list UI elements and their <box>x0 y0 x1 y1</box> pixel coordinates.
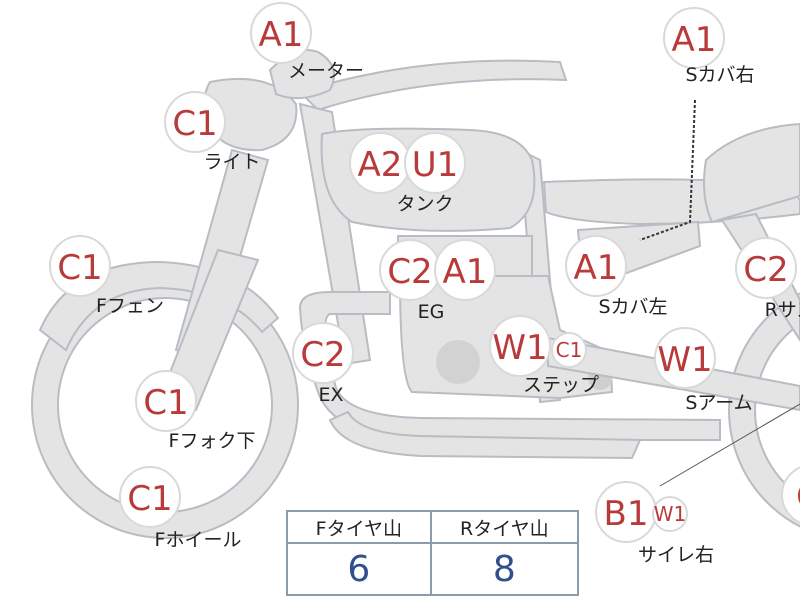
code-text: A1 <box>259 15 304 55</box>
code-badge <box>489 315 551 377</box>
code-text: W1 <box>657 340 712 380</box>
code-badge <box>135 370 197 432</box>
tire-tread-table: Fタイヤ山 Rタイヤ山 6 8 <box>286 510 580 596</box>
part-engine: C2 A1 EG <box>379 239 496 323</box>
part-label: タンク <box>396 193 453 215</box>
part-label: ステップ <box>523 374 599 396</box>
code-text: A1 <box>443 252 488 292</box>
code-text: A1 <box>672 20 717 60</box>
code-text: A1 <box>574 248 619 288</box>
part-label: メーター <box>288 60 364 82</box>
code-badge <box>49 235 111 297</box>
part-label: Sアーム <box>685 392 752 414</box>
part-label: EG <box>418 301 445 323</box>
code-badge <box>735 237 797 299</box>
code-text: W1 <box>492 328 547 368</box>
code-badge <box>654 327 716 389</box>
code-text: A2 <box>358 145 403 185</box>
rear-tread-value: 8 <box>429 542 580 596</box>
part-f-wheel: C1 Fホイール <box>119 466 242 551</box>
leader-line-silencer-right <box>659 403 800 487</box>
part-r-side: C2 Rサス <box>735 237 800 321</box>
code-text: U1 <box>412 145 459 185</box>
part-tank: A2 U1 タンク <box>349 132 466 215</box>
part-label: Sカバ右 <box>685 64 754 86</box>
code-text: C1 <box>57 248 102 288</box>
part-label: サイレ右 <box>638 544 714 566</box>
part-f-fork-lower: C1 Fフォク下 <box>135 370 256 452</box>
engine-cover-shape <box>436 340 480 384</box>
exhaust-pipe-shape <box>298 291 721 441</box>
front-fork-lower-shape <box>158 248 260 412</box>
muffler-shape <box>328 410 642 460</box>
part-f-fender: C1 Fフェン <box>49 235 164 317</box>
code-badge <box>119 466 181 528</box>
rear-wheel-shape <box>728 292 800 528</box>
part-light: C1 ライト <box>164 91 261 173</box>
part-label: EX <box>318 384 343 406</box>
code-text: C2 <box>387 252 432 292</box>
tail-shape <box>703 122 800 224</box>
part-label: Fホイール <box>155 529 242 551</box>
code-text: C2 <box>300 335 345 375</box>
code-badge <box>164 91 226 153</box>
code-text: C2 <box>743 250 788 290</box>
frame-tube-shape <box>298 59 568 112</box>
code-text: C1 <box>127 479 172 519</box>
code-text: C <box>796 477 800 517</box>
tread-value-row: 6 8 <box>286 542 580 596</box>
part-r-wheel: C <box>781 466 800 524</box>
code-badge <box>404 132 466 194</box>
part-label: Fフォク下 <box>169 430 256 452</box>
part-exhaust: C2 EX <box>292 322 354 406</box>
code-badge <box>250 2 312 64</box>
part-label: Rサス <box>765 299 800 321</box>
part-s-cover-right: A1 Sカバ右 <box>663 7 755 86</box>
front-tread-header: Fタイヤ山 <box>286 510 432 544</box>
code-text: C1 <box>143 383 188 423</box>
code-text: W1 <box>654 502 687 526</box>
part-meter: A1 メーター <box>250 2 364 82</box>
part-swing-arm: W1 Sアーム <box>654 327 753 414</box>
part-label: ライト <box>203 151 260 173</box>
part-label: Sカバ左 <box>598 296 667 318</box>
tread-header-row: Fタイヤ山 Rタイヤ山 <box>286 510 580 544</box>
code-text: C1 <box>172 104 217 144</box>
code-badge <box>292 322 354 384</box>
rear-tread-header: Rタイヤ山 <box>429 510 580 544</box>
code-badge <box>663 7 725 69</box>
part-step: W1 C1 ステップ <box>489 315 599 396</box>
code-badge <box>565 235 627 297</box>
code-text: B1 <box>604 494 649 534</box>
leader-line-s-cover-right <box>639 99 696 241</box>
part-silencer-right: B1 W1 サイレ右 <box>595 481 714 566</box>
part-label: Fフェン <box>96 295 164 317</box>
code-badge-small <box>551 332 587 368</box>
code-badge <box>434 239 496 301</box>
part-s-cover-left: A1 Sカバ左 <box>565 235 668 318</box>
code-text: C1 <box>556 338 583 362</box>
front-tread-value: 6 <box>286 542 432 596</box>
code-badge-small <box>652 496 688 532</box>
code-badge <box>781 466 800 524</box>
